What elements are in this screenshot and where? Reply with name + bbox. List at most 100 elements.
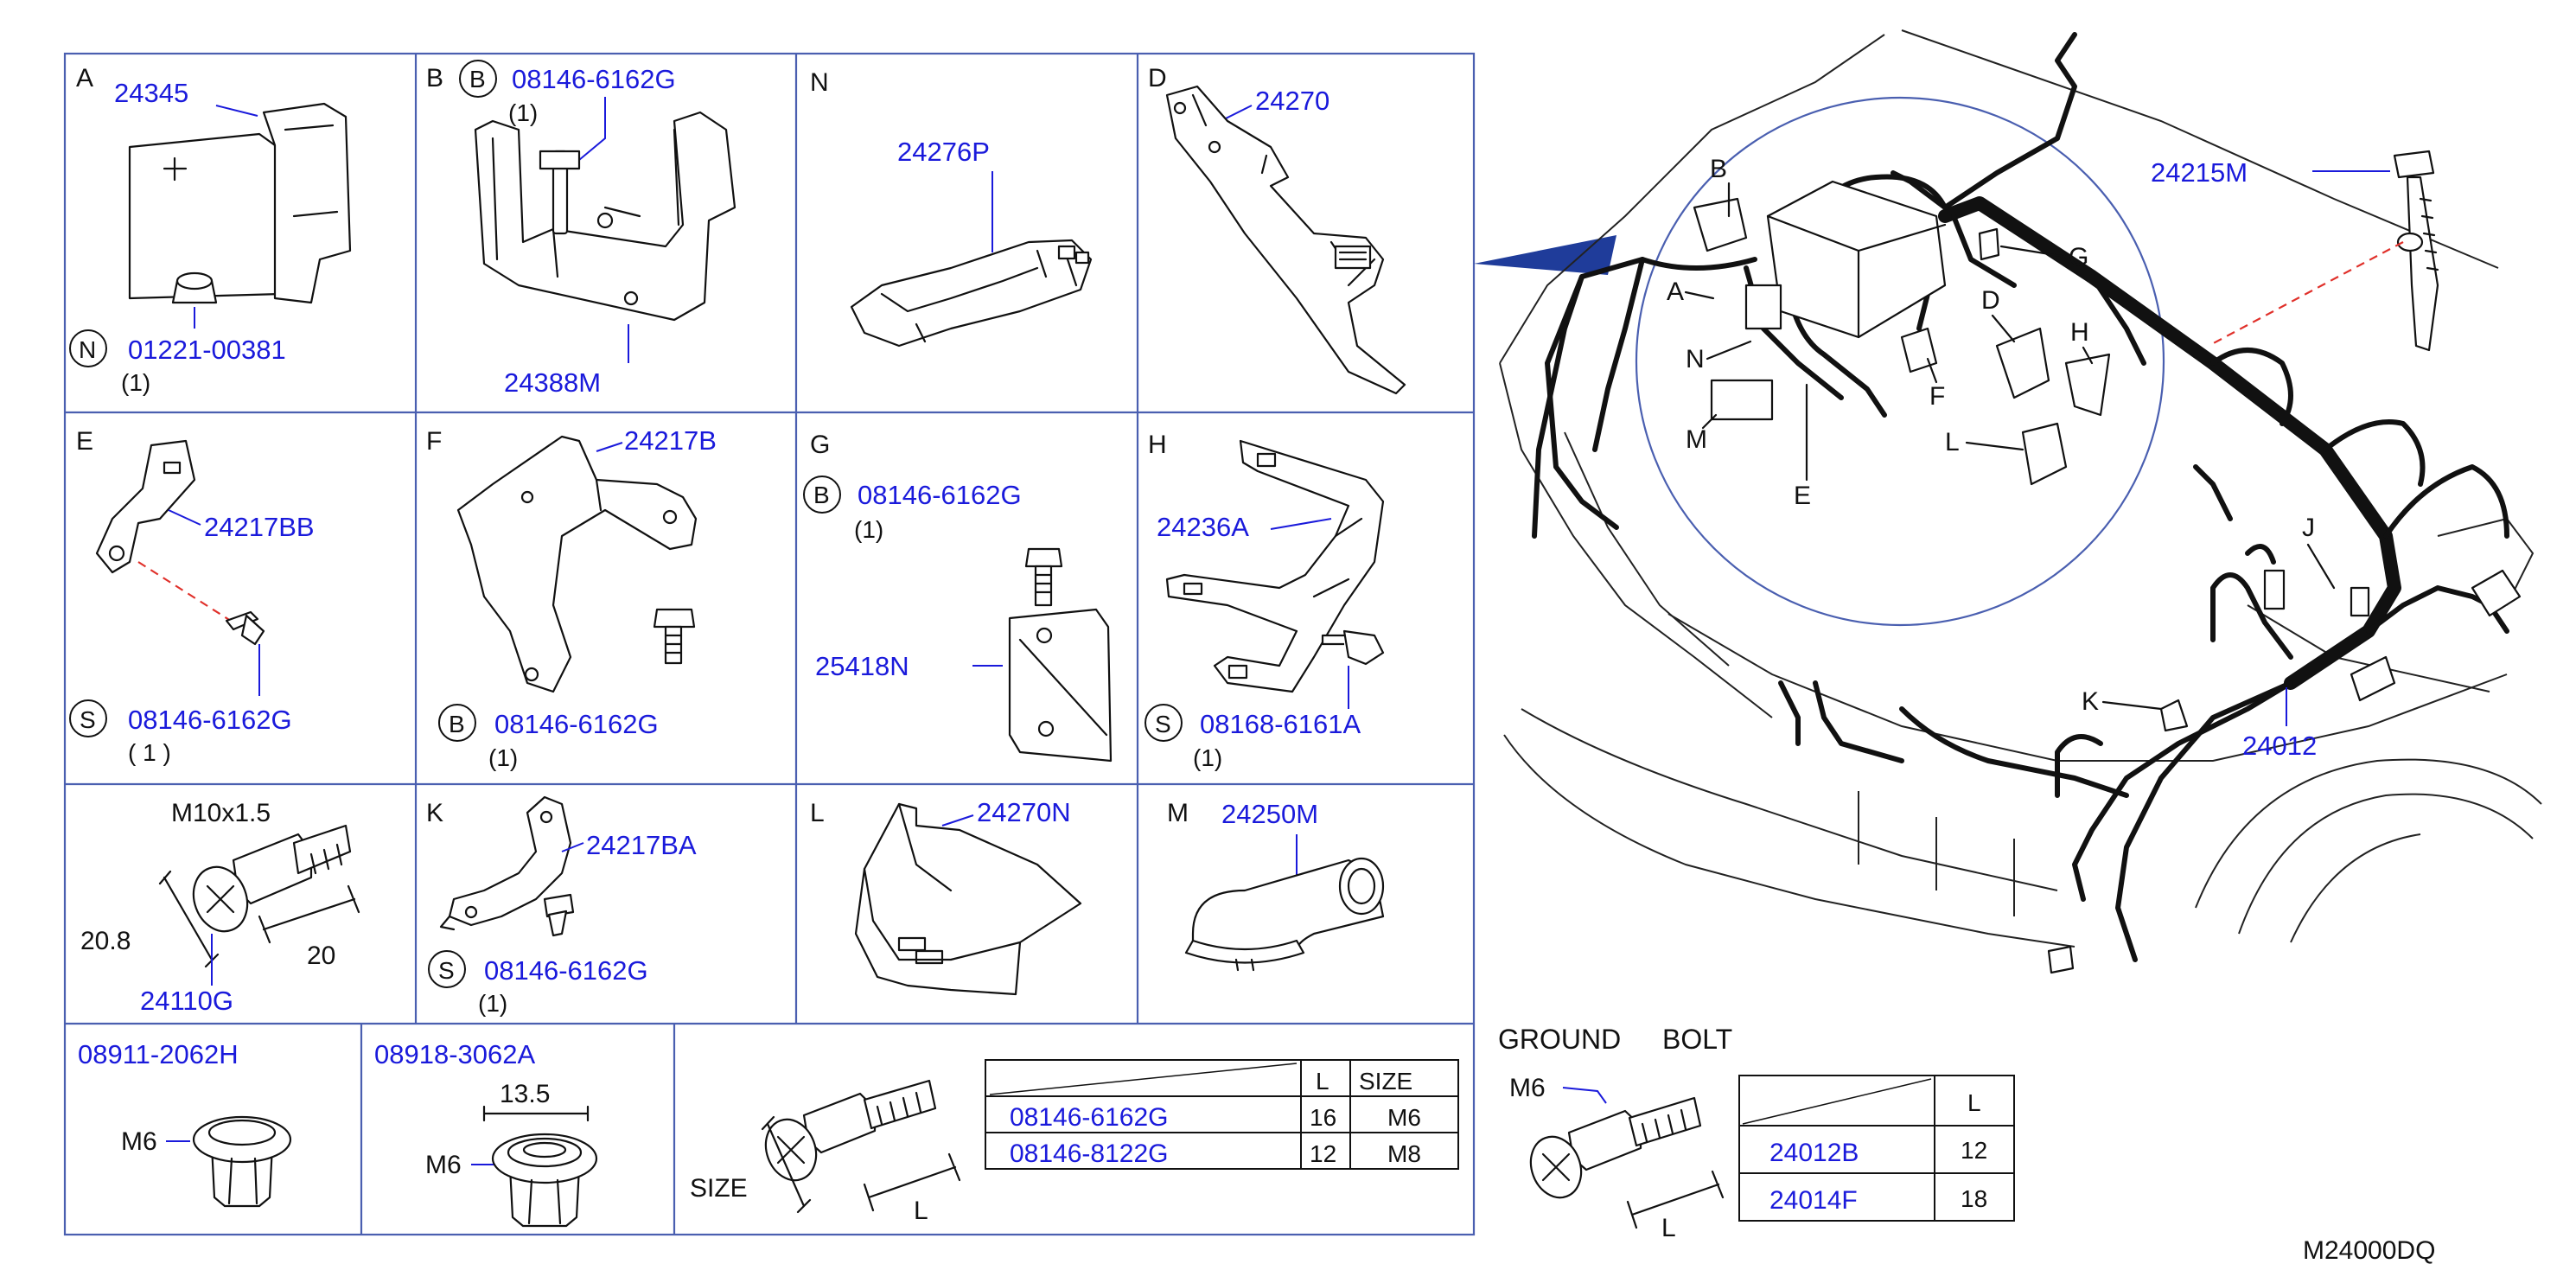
cell-k: K 24217BA S 08146-6162G (1) [426, 795, 697, 1017]
qty-b: (1) [508, 99, 538, 126]
cell-letter-n: N [810, 68, 829, 97]
cell-bolt-24110G: M10x1.5 20.8 20 24110G [80, 799, 360, 1016]
part-number-24236A: 24236A [1157, 512, 1249, 542]
ground-bolt-title-a: GROUND [1498, 1024, 1621, 1055]
bolt-table-row1-size: M6 [1387, 1104, 1421, 1131]
qty-f: (1) [488, 744, 518, 771]
cell-letter-l: L [810, 799, 825, 827]
cell-l: L 24270N [810, 797, 1082, 996]
bolt-table-len-label: L [914, 1197, 928, 1225]
callout-d: D [1981, 286, 2000, 315]
badge-b-f: B [449, 711, 465, 737]
qty-k: (1) [478, 990, 507, 1017]
callout-k: K [2082, 687, 2099, 716]
nut-08911-2062H: 08911-2062H M6 [78, 1039, 292, 1208]
grommet-m-drawing [1184, 857, 1385, 972]
callout-m: M [1686, 425, 1707, 454]
cell-letter-b: B [426, 64, 443, 93]
cell-e: E 24217BB S 08146-6162G ( 1 ) [69, 427, 315, 766]
bolt-table-row2-size: M8 [1387, 1140, 1421, 1167]
nut-size-2: M6 [425, 1151, 462, 1179]
part-number-24276P: 24276P [897, 137, 990, 167]
part-number-24217BB: 24217BB [204, 512, 315, 542]
part-number-25418N: 25418N [815, 651, 909, 681]
cell-letter-m: M [1167, 799, 1189, 827]
part-number-08146-6162G-g: 08146-6162G [858, 480, 1022, 510]
bolt-table-row2-num: 08146-8122G [1010, 1139, 1169, 1168]
bracket-f-drawing [456, 435, 698, 693]
cell-letter-f: F [426, 427, 442, 456]
callout-b: B [1710, 155, 1727, 183]
badge-n: N [79, 336, 96, 363]
bracket-k-drawing [439, 795, 572, 931]
bolt-f-drawing [653, 608, 696, 665]
part-number-24270: 24270 [1255, 86, 1329, 116]
nut-drawing [171, 271, 218, 304]
callout-j: J [2302, 514, 2315, 542]
part-number-24217BA: 24217BA [586, 830, 697, 860]
qty-h: (1) [1193, 744, 1222, 771]
callout-f: F [1929, 382, 1945, 411]
nut-08918-3062A: 08918-3062A 13.5 M6 [374, 1039, 598, 1228]
bolt-table-size-label: SIZE [690, 1174, 748, 1203]
bracket-b-drawing [474, 111, 736, 322]
callout-clip-24215M: 24215M [2151, 157, 2248, 188]
part-number-24270N: 24270N [977, 797, 1071, 827]
bracket-d-drawing [1165, 85, 1406, 395]
cell-f: F 24217B B 08146-6162G (1) [426, 425, 717, 771]
cell-g: G B 08146-6162G (1) 25418N [803, 431, 1113, 763]
cell-letter-k: K [426, 799, 443, 827]
bracket-h-drawing [1165, 439, 1385, 693]
ground-bolt-row1-num: 24012B [1769, 1139, 1859, 1167]
qty-e: ( 1 ) [128, 739, 171, 766]
bolt-g-drawing [1024, 547, 1063, 607]
callout-harness-24012: 24012 [2242, 731, 2317, 761]
bolt-table-header-l: L [1316, 1068, 1329, 1095]
badge-b: B [469, 66, 486, 93]
illustration-callouts: B A N M E F D G H L J K 24012 24215M [1667, 155, 2390, 761]
ground-bolt-drawing [1529, 1096, 1702, 1199]
ground-bolt-section: GROUND BOLT M6 L L 24012B 12 24014F 18 [1498, 1024, 2015, 1242]
engine-bay-illustration [1474, 29, 2542, 974]
parts-grid [63, 52, 1476, 1236]
nut-dim-label: 13.5 [500, 1080, 550, 1108]
ground-bolt-row2-num: 24014F [1769, 1186, 1858, 1215]
part-number-01221-00381: 01221-00381 [128, 335, 286, 365]
badge-s-h: S [1155, 711, 1171, 737]
ground-bolt-table: L 24012B 12 24014F 18 [1738, 1075, 2015, 1222]
callout-g: G [2069, 243, 2088, 271]
cell-letter-a: A [76, 64, 93, 93]
bolt-e-drawing [225, 610, 265, 646]
part-number-08146-6162G-f: 08146-6162G [494, 709, 659, 739]
detail-circle [1635, 96, 2165, 627]
bolt-table: L SIZE 08146-6162G 16 M6 08146-8122G 12 … [985, 1059, 1459, 1170]
callout-a: A [1667, 278, 1684, 306]
part-number-08146-6162G-k: 08146-6162G [484, 955, 648, 986]
zoom-pointer [1474, 235, 1616, 275]
bolt-table-header-size: SIZE [1359, 1068, 1412, 1095]
part-number-08146-6162G-b: 08146-6162G [512, 64, 676, 94]
cell-d: D 24270 [1148, 64, 1406, 395]
badge-s-k: S [438, 957, 455, 984]
bracket-e-drawing [95, 439, 196, 574]
dim-size-label: 20.8 [80, 927, 131, 955]
flange-nut-drawing [192, 1115, 292, 1208]
bolt-table-row1-l: 16 [1310, 1104, 1336, 1131]
cover-l-drawing [854, 802, 1082, 996]
flange-nut-2-drawing [491, 1133, 598, 1228]
part-number-24110G: 24110G [140, 986, 233, 1016]
bolt-k-drawing [543, 893, 575, 937]
plate-g-drawing [1008, 608, 1113, 763]
callout-h: H [2070, 318, 2089, 347]
part-number-24217B: 24217B [624, 425, 717, 456]
badge-s-e: S [80, 706, 96, 733]
bolt-size-table-section: SIZE L L SIZE 08146-6162G 16 M6 08146-81… [690, 1059, 1459, 1225]
cell-letter-h: H [1148, 431, 1167, 459]
badge-b-g: B [813, 482, 830, 508]
cell-letter-e: E [76, 427, 93, 456]
qty-a: (1) [121, 369, 150, 396]
dim-len-label: 20 [307, 942, 335, 970]
callout-e: E [1794, 482, 1811, 510]
bolt-h-drawing [1321, 629, 1385, 666]
